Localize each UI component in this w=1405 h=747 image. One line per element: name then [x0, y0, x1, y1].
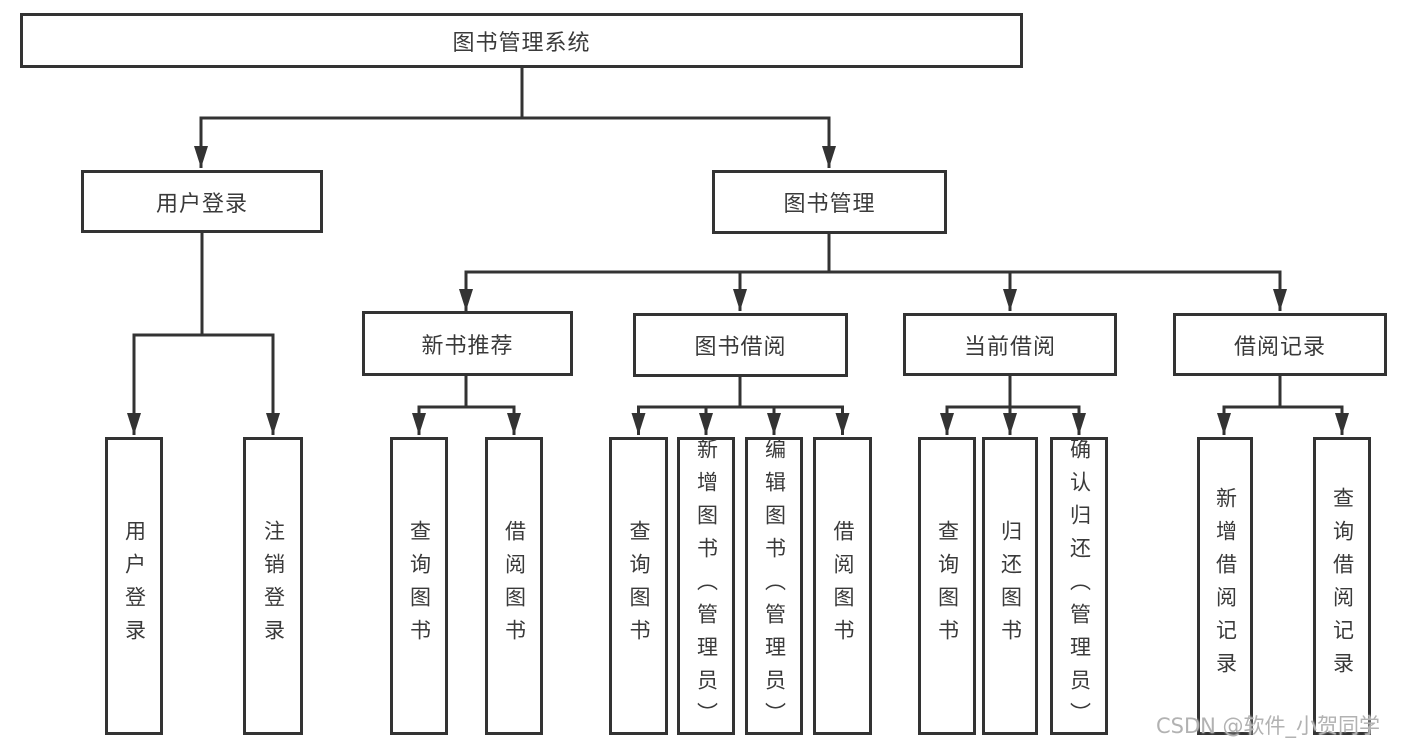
- leaf-query-borrow-record-label: 查询借阅记录: [1330, 487, 1355, 685]
- leaf-recommend-query-books-label: 查询图书: [407, 520, 432, 652]
- leaf-borrow-query-books: 查询图书: [609, 437, 668, 735]
- leaf-recommend-borrow-books: 借阅图书: [485, 437, 543, 735]
- leaf-logout: 注销登录: [243, 437, 303, 735]
- leaf-add-books-admin-label: 新增图书（管理员）: [694, 437, 719, 735]
- leaf-return-books: 归还图书: [982, 437, 1038, 735]
- leaf-borrow-books: 借阅图书: [813, 437, 872, 735]
- leaf-borrow-query-books-label: 查询图书: [627, 520, 651, 652]
- leaf-add-borrow-record-label: 新增借阅记录: [1213, 487, 1238, 685]
- node-user-login-group-label: 用户登录: [155, 191, 248, 217]
- node-book-management: 图书管理: [712, 170, 947, 234]
- node-borrow-records-label: 借阅记录: [1233, 334, 1326, 360]
- leaf-borrow-books-label: 借阅图书: [831, 520, 855, 652]
- leaf-add-borrow-record: 新增借阅记录: [1197, 437, 1253, 735]
- leaf-confirm-return-admin: 确认归还（管理员）: [1050, 437, 1108, 735]
- leaf-current-query-books: 查询图书: [918, 437, 976, 735]
- node-book-management-label: 图书管理: [783, 192, 876, 217]
- leaf-edit-books-admin-label: 编辑图书（管理员）: [762, 437, 787, 735]
- leaf-recommend-borrow-books-label: 借阅图书: [502, 520, 527, 652]
- leaf-return-books-label: 归还图书: [998, 520, 1023, 652]
- leaf-recommend-query-books: 查询图书: [390, 437, 448, 735]
- node-book-borrow-label: 图书借阅: [694, 335, 787, 360]
- leaf-query-borrow-record: 查询借阅记录: [1313, 437, 1371, 735]
- node-current-borrow: 当前借阅: [903, 313, 1117, 376]
- leaf-edit-books-admin: 编辑图书（管理员）: [745, 437, 803, 735]
- node-new-book-recommend-label: 新书推荐: [421, 333, 514, 359]
- leaf-add-books-admin: 新增图书（管理员）: [677, 437, 735, 735]
- node-library-system: 图书管理系统: [20, 13, 1023, 68]
- node-new-book-recommend: 新书推荐: [362, 311, 573, 376]
- node-library-system-label: 图书管理系统: [452, 30, 591, 56]
- leaf-user-login-label: 用户登录: [122, 520, 147, 652]
- leaf-current-query-books-label: 查询图书: [935, 520, 960, 652]
- leaf-confirm-return-admin-label: 确认归还（管理员）: [1067, 437, 1092, 735]
- node-book-borrow: 图书借阅: [633, 313, 848, 377]
- leaf-user-login: 用户登录: [105, 437, 163, 735]
- node-user-login-group: 用户登录: [81, 170, 323, 233]
- node-borrow-records: 借阅记录: [1173, 313, 1387, 376]
- node-current-borrow-label: 当前借阅: [963, 334, 1056, 360]
- leaf-logout-label: 注销登录: [261, 520, 286, 652]
- csdn-watermark: CSDN @软件_小贺同学: [1156, 714, 1381, 738]
